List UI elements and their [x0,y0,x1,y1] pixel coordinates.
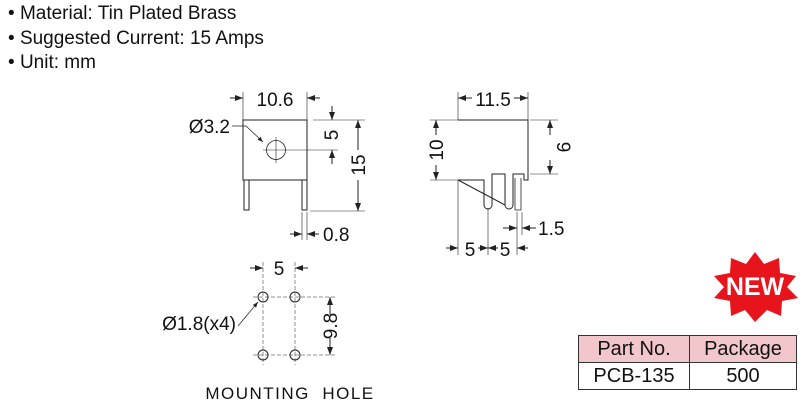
mounting-title: MOUNTING HOLE [205,384,374,403]
header-package: Package [689,335,797,363]
spec-material: Material: Tin Plated Brass [8,2,264,27]
dim-width: 10.6 [257,90,294,111]
dim-pitch-x: 5 [274,259,285,280]
dim-pitch-y: 9.8 [321,313,342,339]
badge-text: NEW [726,273,785,301]
table-row: PCB-135 500 [578,362,797,390]
dim-pin-width: 1.5 [538,219,564,240]
dim-width: 11.5 [475,90,511,111]
dim-hole: Ø1.8(x4) [162,314,236,335]
dim-hole-offset: 5 [322,130,343,141]
dim-body-height: 10 [427,139,448,160]
side-view: 10.6 Ø3.2 5 15 0.8 [189,90,370,246]
part-table: Part No. Package PCB-135 500 [578,335,797,390]
cell-package: 500 [689,362,797,390]
mounting-hole-view: 5 9.8 Ø1.8(x4) MOUNTING HOLE [162,259,374,403]
spec-unit: Unit: mm [8,51,264,76]
table-header: Part No. Package [578,335,797,363]
dim-pitch-a: 5 [465,240,476,261]
dim-hole: Ø3.2 [189,117,230,138]
dim-slot-depth: 9 [552,142,573,153]
dim-pitch-b: 5 [500,240,511,261]
dim-height: 15 [349,154,370,175]
starburst-icon [714,252,798,322]
new-badge: NEW [714,252,798,322]
dim-pin: 0.8 [323,225,349,246]
cell-part-no: PCB-135 [578,362,690,390]
front-view: 11.5 10 9 1.5 5 5 [427,90,573,261]
header-part-no: Part No. [578,335,690,363]
spec-list: Material: Tin Plated Brass Suggested Cur… [8,2,264,76]
spec-current: Suggested Current: 15 Amps [8,27,264,52]
